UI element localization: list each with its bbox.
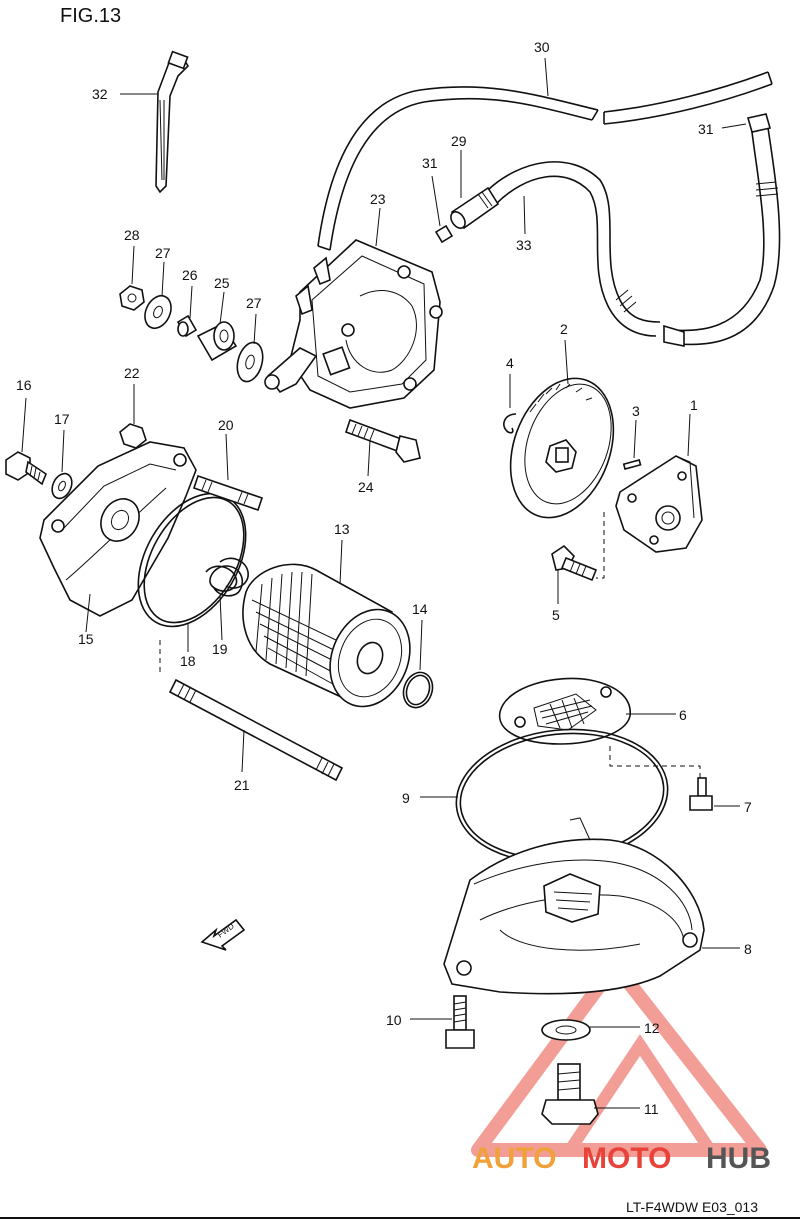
callout-8: 8 — [744, 941, 752, 957]
oil-pan — [443, 817, 705, 995]
logo-word-auto: AUTO — [472, 1142, 556, 1175]
cover-nut — [119, 423, 147, 449]
callout-12: 12 — [644, 1020, 660, 1036]
washer-lower — [236, 341, 264, 383]
callout-14: 14 — [412, 601, 428, 617]
callout-23: 23 — [370, 191, 386, 207]
hose-short — [487, 161, 661, 337]
o-ring-small — [402, 671, 434, 709]
hose-clip-left — [434, 224, 454, 244]
callout-1: 1 — [690, 397, 698, 413]
figure-title: FIG.13 — [60, 5, 121, 27]
housing-bolt — [551, 544, 598, 582]
spring — [205, 557, 249, 597]
callout-7: 7 — [744, 799, 752, 815]
pump-bolt — [344, 418, 421, 463]
callout-17: 17 — [54, 411, 70, 427]
callout-29: 29 — [451, 133, 467, 149]
callout-3: 3 — [632, 403, 640, 419]
cover-bolt — [5, 451, 47, 486]
cable-tie — [155, 50, 190, 194]
stud — [192, 474, 264, 512]
pump-gear — [509, 377, 615, 519]
callout-13: 13 — [334, 521, 350, 537]
oil-filter — [242, 563, 411, 708]
collar — [176, 314, 198, 338]
callout-11: 11 — [644, 1101, 659, 1117]
figure-code: LT-F4WDW E03_013 — [626, 1199, 758, 1215]
filter-cap — [39, 441, 197, 617]
callout-33: 33 — [516, 237, 532, 253]
logo-word-moto: MOTO — [582, 1142, 671, 1175]
callout-24: 24 — [358, 479, 374, 495]
hose-fitting — [450, 186, 500, 230]
callout-25: 25 — [214, 275, 230, 291]
callout-31-left: 31 — [422, 155, 438, 171]
fwd-arrow-icon — [200, 918, 246, 951]
callout-27-lower: 27 — [246, 295, 262, 311]
drain-washer — [541, 1019, 591, 1041]
circlip — [503, 413, 517, 434]
pin — [622, 459, 642, 470]
drain-plug — [541, 1063, 599, 1125]
hose-clamp-right — [663, 113, 781, 347]
callout-2: 2 — [560, 321, 568, 337]
callout-30: 30 — [534, 39, 550, 55]
callout-19: 19 — [212, 641, 228, 657]
washer-17 — [51, 472, 73, 500]
callout-15: 15 — [78, 631, 94, 647]
callout-21: 21 — [234, 777, 250, 793]
callout-9: 9 — [402, 790, 410, 806]
washer-upper — [144, 294, 172, 330]
logo-word-hub: HUB — [706, 1142, 771, 1175]
strainer-screw — [689, 777, 713, 811]
callout-18: 18 — [180, 653, 196, 669]
callout-16: 16 — [16, 377, 32, 393]
callout-6: 6 — [679, 707, 687, 723]
callout-26: 26 — [182, 267, 198, 283]
callout-22: 22 — [124, 365, 140, 381]
long-stud — [168, 678, 344, 782]
callout-28: 28 — [124, 227, 140, 243]
callout-20: 20 — [218, 417, 234, 433]
callout-4: 4 — [506, 355, 514, 371]
nut — [119, 285, 145, 311]
callout-5: 5 — [552, 607, 560, 623]
pump-housing — [615, 455, 703, 553]
oil-strainer — [498, 677, 631, 745]
oil-pump-upper — [264, 239, 443, 409]
callout-10: 10 — [386, 1012, 402, 1028]
pan-bolt — [445, 995, 475, 1049]
callout-32: 32 — [92, 86, 108, 102]
callout-31-right: 31 — [698, 121, 714, 137]
callout-27-upper: 27 — [155, 245, 171, 261]
hose-long — [317, 71, 773, 251]
grommet — [196, 321, 238, 362]
